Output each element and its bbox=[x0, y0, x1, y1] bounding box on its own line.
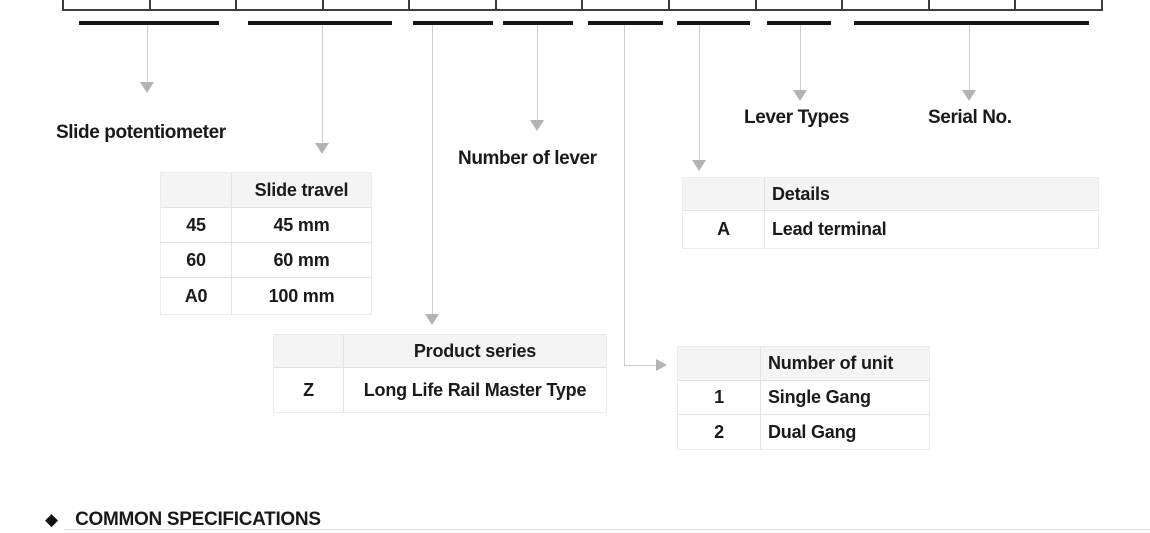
table-cell: A0 bbox=[161, 278, 232, 314]
table-header-row: Number of unit bbox=[678, 347, 929, 381]
table-cell: Z bbox=[274, 368, 344, 412]
part-number-cell bbox=[237, 0, 324, 9]
down-arrow-icon bbox=[530, 120, 544, 131]
connector-serial-no bbox=[969, 25, 970, 90]
down-arrow-icon bbox=[315, 143, 329, 154]
table-cell: Slide travel bbox=[232, 173, 371, 208]
down-arrow-icon bbox=[425, 314, 439, 325]
connector-slide-potentiometer bbox=[147, 25, 148, 82]
table-row: 45 45 mm bbox=[161, 208, 371, 243]
number-of-lever-label: Number of lever bbox=[458, 148, 597, 169]
common-specifications-heading: ◆ COMMON SPECIFICATIONS bbox=[45, 510, 321, 529]
lever-types-label: Lever Types bbox=[744, 107, 850, 128]
table-cell: Single Gang bbox=[761, 381, 929, 415]
details-table: Details A Lead terminal bbox=[682, 177, 1099, 249]
table-cell: Lead terminal bbox=[765, 211, 1098, 248]
table-row: 60 60 mm bbox=[161, 243, 371, 278]
part-number-cell bbox=[323, 0, 411, 9]
down-arrow-icon bbox=[793, 90, 807, 101]
part-number-cell bbox=[843, 0, 930, 9]
table-row: Z Long Life Rail Master Type bbox=[274, 368, 606, 412]
diamond-bullet-icon: ◆ bbox=[45, 510, 59, 529]
table-cell: 1 bbox=[678, 381, 761, 415]
product-series-table: Product series Z Long Life Rail Master T… bbox=[273, 334, 607, 413]
table-cell: Number of unit bbox=[761, 347, 929, 381]
connector-number-of-unit-horizontal bbox=[624, 365, 656, 366]
table-cell bbox=[274, 335, 344, 368]
underline-bar-8 bbox=[854, 21, 1089, 25]
table-row: A Lead terminal bbox=[683, 211, 1098, 248]
table-cell bbox=[161, 173, 232, 208]
part-number-cell bbox=[756, 0, 844, 9]
underline-bar-5 bbox=[588, 21, 663, 25]
table-cell: Product series bbox=[344, 335, 606, 368]
connector-lever-types bbox=[800, 25, 801, 90]
underline-bar-3 bbox=[413, 21, 493, 25]
slide-potentiometer-label: Slide potentiometer bbox=[56, 122, 226, 143]
table-header-row: Product series bbox=[274, 335, 606, 368]
table-cell: 60 bbox=[161, 243, 232, 278]
table-row: A0 100 mm bbox=[161, 278, 371, 314]
table-cell: Dual Gang bbox=[761, 415, 929, 449]
table-header-row: Details bbox=[683, 178, 1098, 211]
section-title: COMMON SPECIFICATIONS bbox=[75, 509, 321, 530]
right-arrow-icon bbox=[656, 359, 667, 371]
underline-bar-7 bbox=[767, 21, 831, 25]
part-number-box-row bbox=[62, 0, 1103, 11]
down-arrow-icon bbox=[962, 90, 976, 101]
table-cell: Long Life Rail Master Type bbox=[344, 368, 606, 412]
part-number-cell bbox=[496, 0, 584, 9]
part-number-cell bbox=[150, 0, 238, 9]
underline-bar-1 bbox=[79, 21, 219, 25]
table-cell bbox=[678, 347, 761, 381]
table-row: 1 Single Gang bbox=[678, 381, 929, 415]
table-cell: 45 bbox=[161, 208, 232, 243]
part-number-cell bbox=[410, 0, 497, 9]
underline-bar-2 bbox=[248, 21, 392, 25]
table-cell: 60 mm bbox=[232, 243, 371, 278]
table-cell: Details bbox=[765, 178, 1098, 211]
connector-product-series bbox=[432, 25, 433, 314]
connector-slide-travel bbox=[322, 25, 323, 143]
table-header-row: Slide travel bbox=[161, 173, 371, 208]
number-of-unit-table: Number of unit 1 Single Gang 2 Dual Gang bbox=[677, 346, 930, 450]
table-cell bbox=[683, 178, 765, 211]
part-number-cell bbox=[1016, 0, 1103, 9]
down-arrow-icon bbox=[692, 160, 706, 171]
section-divider bbox=[65, 529, 1150, 530]
table-cell: 100 mm bbox=[232, 278, 371, 314]
table-cell: 45 mm bbox=[232, 208, 371, 243]
part-number-cell bbox=[583, 0, 671, 9]
part-number-cell bbox=[670, 0, 757, 9]
table-cell: A bbox=[683, 211, 765, 248]
connector-number-of-unit-vertical bbox=[624, 25, 625, 366]
table-cell: 2 bbox=[678, 415, 761, 449]
table-row: 2 Dual Gang bbox=[678, 415, 929, 449]
serial-no-label: Serial No. bbox=[928, 107, 1012, 128]
connector-number-of-lever bbox=[537, 25, 538, 120]
underline-bar-4 bbox=[503, 21, 573, 25]
connector-details bbox=[699, 25, 700, 160]
down-arrow-icon bbox=[140, 82, 154, 93]
underline-bar-6 bbox=[677, 21, 750, 25]
part-number-cell bbox=[929, 0, 1017, 9]
slide-travel-table: Slide travel 45 45 mm 60 60 mm A0 100 mm bbox=[160, 172, 372, 315]
part-number-cell bbox=[64, 0, 151, 9]
